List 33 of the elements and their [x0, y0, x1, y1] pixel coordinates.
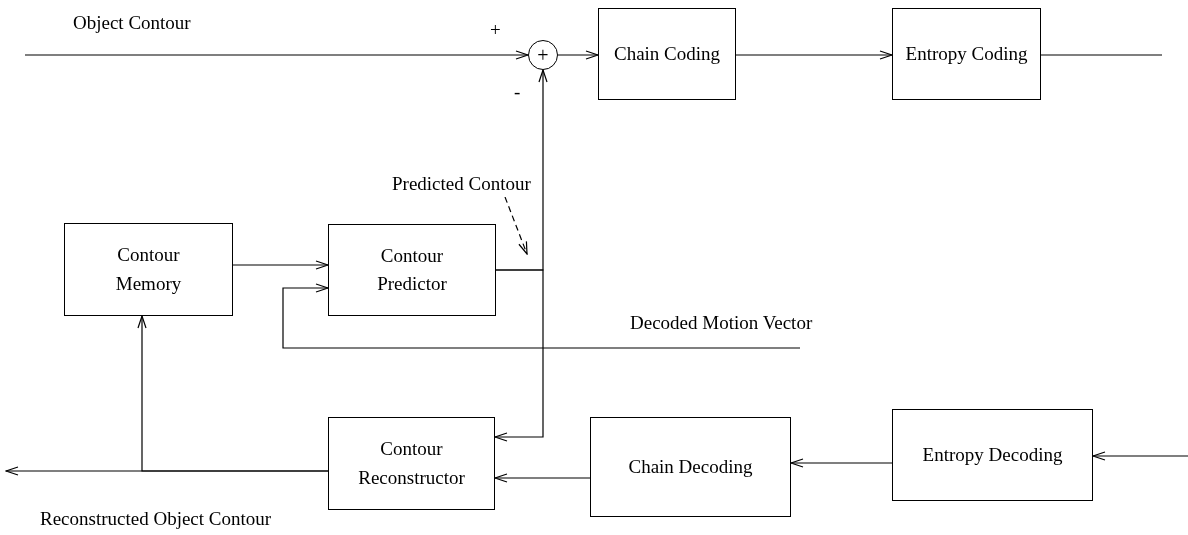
box-label: Contour Predictor [376, 243, 448, 296]
sign-label: + [490, 20, 501, 41]
arrow [735, 50, 893, 60]
arrow [24, 50, 529, 60]
arrow [494, 473, 591, 483]
box-label: Contour Reconstructor [357, 437, 466, 490]
arrow [790, 458, 893, 468]
process-box [328, 224, 496, 316]
process-box [598, 8, 736, 100]
arrow [137, 315, 329, 472]
process-box [64, 223, 233, 316]
process-box [892, 8, 1041, 100]
box-label: Chain Coding [613, 41, 721, 66]
arrow [494, 269, 544, 442]
summing-junction [528, 40, 558, 70]
box-label: Chain Decoding [628, 454, 753, 479]
process-box [590, 417, 791, 517]
arrow [282, 283, 801, 349]
process-box [328, 417, 495, 510]
junction-sign: + [537, 45, 549, 65]
edge-label: Decoded Motion Vector [630, 313, 813, 334]
edge-label: Reconstructed Object Contour [40, 509, 272, 530]
leader-line [504, 196, 528, 255]
process-box [892, 409, 1093, 501]
box-label: Entropy Coding [905, 41, 1028, 66]
arrow [232, 260, 329, 270]
arrow [557, 50, 599, 60]
box-label: Contour Memory [114, 243, 183, 296]
line [1040, 54, 1163, 56]
edge-label: Object Contour [73, 13, 191, 34]
sign-label: - [514, 82, 521, 103]
box-label: Entropy Decoding [922, 442, 1063, 467]
arrow [1092, 451, 1188, 461]
